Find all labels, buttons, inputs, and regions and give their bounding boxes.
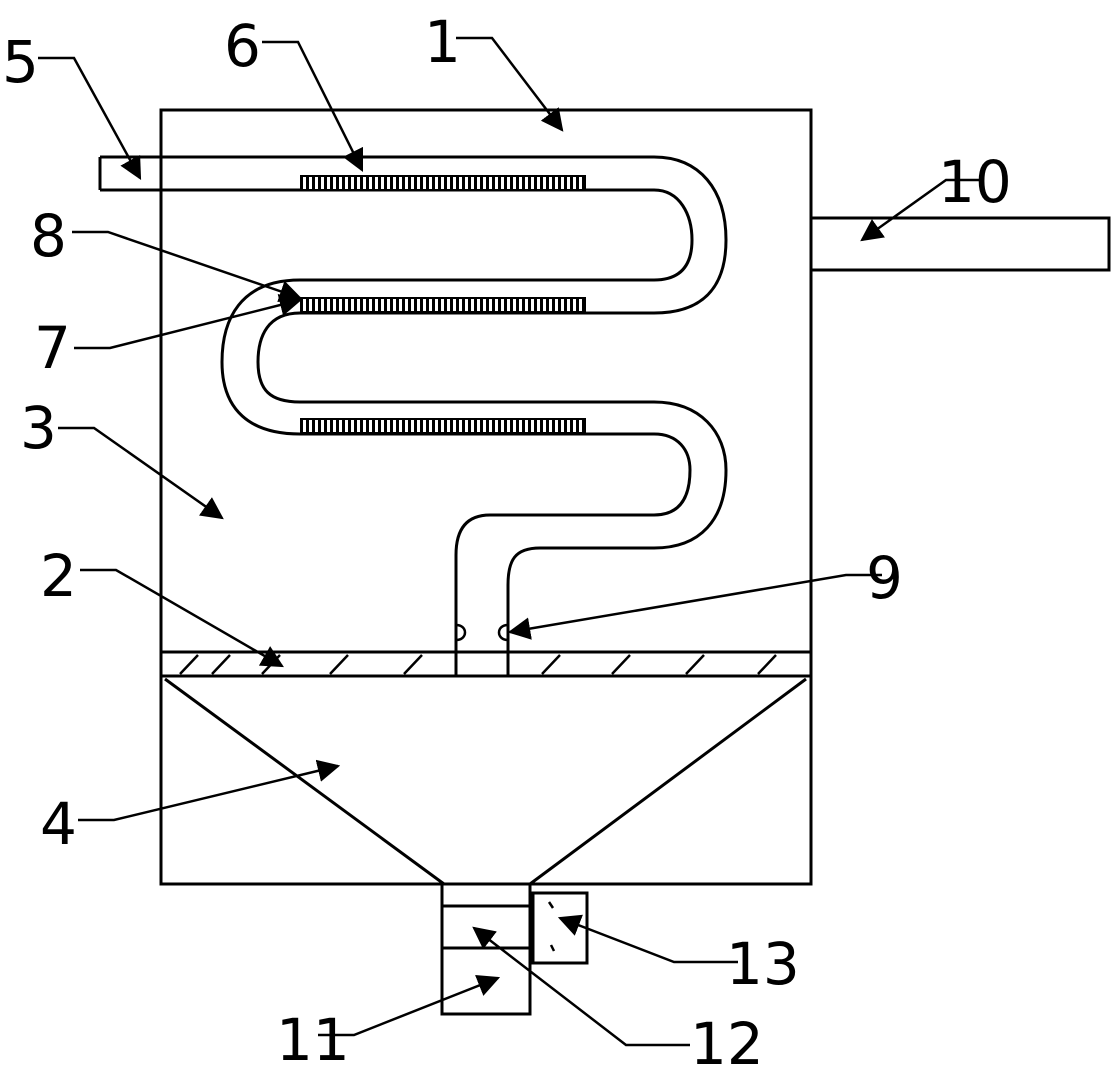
label-3: 3 [20,394,57,462]
label-11: 11 [276,1006,350,1072]
label-1: 1 [424,8,461,76]
housing-body [159,108,813,886]
collection-hopper [164,677,807,886]
label-6: 6 [224,12,261,80]
valve-box [531,891,589,965]
label-5: 5 [2,28,39,96]
label-4: 4 [40,790,77,858]
nozzle-holes [455,623,509,642]
label-10: 10 [938,148,1012,216]
label-9: 9 [866,544,903,612]
label-12: 12 [690,1010,764,1072]
fin-block-3 [300,418,586,434]
outlet-pipe [809,216,1111,272]
serpentine-pipe [98,155,728,676]
label-8: 8 [30,202,67,270]
label-7: 7 [34,314,71,382]
label-13: 13 [726,930,800,998]
label-2: 2 [40,542,77,610]
fin-block-1 [300,175,586,191]
leader-lines [38,36,982,1047]
partition-plate [161,650,811,678]
fin-block-2 [300,297,586,313]
valve-marks [547,901,556,952]
